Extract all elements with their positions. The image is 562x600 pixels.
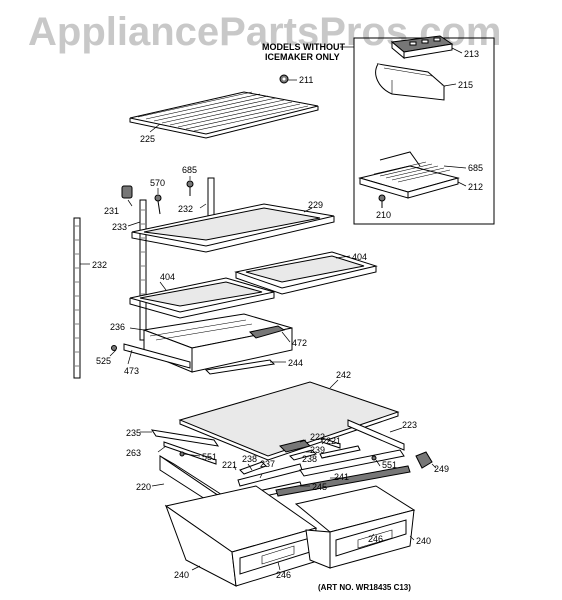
- part-glass-shelf-404-left[interactable]: [129, 277, 275, 319]
- part-cap-239[interactable]: [289, 449, 317, 461]
- part-rail-241[interactable]: [299, 449, 405, 477]
- part-rail-245b[interactable]: [275, 465, 411, 497]
- part-ice-shelf-rack[interactable]: [358, 151, 460, 199]
- part-shelf-support-232[interactable]: [207, 177, 215, 219]
- part-rail-244[interactable]: [204, 359, 276, 375]
- part-crisper-glass-242[interactable]: [178, 381, 400, 461]
- leader-lines: [109, 176, 437, 571]
- callout-211: 211: [299, 75, 313, 85]
- part-shelf-support-233[interactable]: [139, 199, 147, 341]
- callout-242: 242: [336, 370, 351, 380]
- callout-240-right: 240: [416, 536, 431, 546]
- callout-246-right: 246: [368, 534, 383, 544]
- callout-221-lower: 221: [222, 460, 237, 470]
- callout-239: 239: [310, 445, 325, 455]
- callout-236: 236: [110, 322, 125, 332]
- part-support-222[interactable]: [279, 439, 311, 453]
- callout-215: 215: [458, 80, 473, 90]
- callout-238-left: 238: [242, 454, 257, 464]
- part-screw-210[interactable]: [378, 194, 386, 208]
- part-ice-tray-cover[interactable]: [390, 35, 454, 60]
- icemaker-inset: MODELS WITHOUT ICEMAKER ONLY: [262, 35, 495, 225]
- part-support-221-right[interactable]: [321, 437, 341, 449]
- part-pan-cover-473[interactable]: [123, 343, 191, 369]
- callout-labels: 213 211 215 225 685 685 212 210 570 231 …: [92, 49, 483, 580]
- callout-210: 210: [376, 210, 391, 220]
- callout-525: 525: [96, 356, 111, 366]
- inset-frame: [353, 37, 495, 225]
- callout-222: 222: [310, 432, 325, 442]
- part-screw-551a[interactable]: [179, 451, 185, 457]
- callout-570: 570: [150, 178, 165, 188]
- callout-237: 237: [260, 459, 275, 469]
- callout-238-right: 238: [302, 454, 317, 464]
- callout-244: 244: [288, 358, 303, 368]
- part-rail-220[interactable]: [159, 455, 231, 507]
- callout-232-upper: 232: [178, 204, 193, 214]
- part-cap-238-left[interactable]: [239, 461, 267, 475]
- part-slide-472[interactable]: [248, 325, 286, 339]
- callout-231: 231: [104, 206, 119, 216]
- callout-473: 473: [124, 366, 139, 376]
- callout-221-upper: 221: [326, 436, 341, 446]
- part-screw-570[interactable]: [154, 194, 162, 215]
- part-crisper-drawer-left[interactable]: [164, 485, 318, 587]
- callout-223: 223: [402, 420, 417, 430]
- part-glass-shelf-404-right[interactable]: [234, 251, 378, 295]
- callout-404-left: 404: [160, 272, 175, 282]
- part-glass-shelf-229[interactable]: [131, 203, 335, 253]
- callout-241: 241: [334, 472, 349, 482]
- part-frame-rail-235[interactable]: [150, 429, 220, 447]
- callout-232-rail: 232: [92, 260, 107, 270]
- callout-233: 233: [112, 222, 127, 232]
- callout-249: 249: [434, 464, 449, 474]
- part-bracket-249[interactable]: [415, 451, 433, 469]
- callout-551-right: 551: [382, 460, 397, 470]
- part-frame-rail-223[interactable]: [347, 419, 405, 451]
- part-slide-263[interactable]: [163, 441, 217, 465]
- callout-220: 220: [136, 482, 151, 492]
- part-shelf-rail-232[interactable]: [73, 217, 81, 379]
- part-drawer-handle-246-left[interactable]: [261, 545, 295, 565]
- callout-685-inset: 685: [468, 163, 483, 173]
- callout-245: 245: [312, 482, 327, 492]
- callout-472: 472: [292, 338, 307, 348]
- part-screw-525[interactable]: [111, 345, 117, 351]
- part-wire-shelf-225[interactable]: [129, 91, 319, 139]
- callout-685: 685: [182, 165, 197, 175]
- callout-551-left: 551: [202, 452, 217, 462]
- callout-229: 229: [308, 200, 323, 210]
- part-crisper-drawer-right[interactable]: [294, 485, 416, 569]
- part-cap-238-right[interactable]: [319, 445, 361, 459]
- part-screw-685[interactable]: [186, 180, 194, 196]
- art-number: (ART NO. WR18435 C13): [318, 583, 411, 592]
- inset-title-line2: ICEMAKER ONLY: [265, 52, 340, 62]
- callout-235: 235: [126, 428, 141, 438]
- inset-title-line1: MODELS WITHOUT: [262, 42, 345, 52]
- callout-246-left: 246: [276, 570, 291, 580]
- callout-240-left: 240: [174, 570, 189, 580]
- callout-263: 263: [126, 448, 141, 458]
- part-screw-551b[interactable]: [371, 455, 377, 461]
- part-clip-231[interactable]: [121, 185, 133, 199]
- callout-225: 225: [140, 134, 155, 144]
- callout-212: 212: [468, 182, 483, 192]
- part-ice-bucket[interactable]: [375, 63, 446, 101]
- part-drawer-handle-246-right[interactable]: [357, 529, 393, 549]
- callout-404-right: 404: [352, 252, 367, 262]
- part-knob-211[interactable]: [279, 74, 289, 84]
- callout-213: 213: [464, 49, 479, 59]
